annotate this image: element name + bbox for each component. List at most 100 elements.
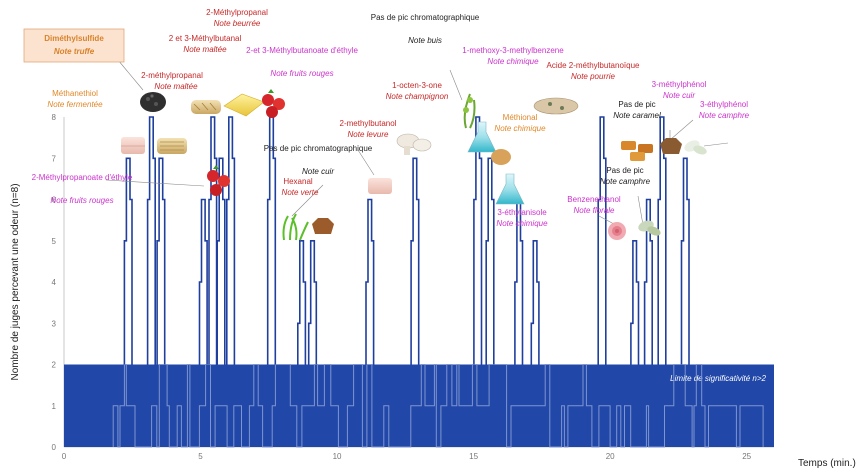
rose-icon [608,222,626,240]
caramel-icon [621,141,653,161]
x-tick-label: 5 [198,452,203,461]
annotation-name: Pas de pic [606,166,643,175]
annotation-name: Méthional [503,113,538,122]
y-tick-label: 7 [52,154,57,163]
annotation-name: Acide 2-méthylbutanoïque [547,61,641,70]
annotation-note: Note fruits rouges [270,69,333,78]
odor-peak [680,157,690,365]
chemical-flask-icon [467,121,525,205]
annotation-name: 1-octen-3-one [392,81,442,90]
annotation-note: Note cuir [663,91,695,100]
odor-peak [216,157,226,365]
x-tick-labels: 0 5 10 15 20 25 [62,452,752,461]
aroma-illustrations [121,89,707,241]
y-tick-label: 8 [52,113,57,122]
x-tick-label: 10 [333,452,342,461]
y-tick-label: 3 [52,319,57,328]
cheese-icon [121,137,145,154]
annotation-name: Hexanal [283,177,313,186]
y-tick-label: 4 [52,278,57,287]
odor-peak [123,157,133,365]
truffle-icon [140,92,166,112]
odor-peak [365,198,375,365]
annotation-name: 2-Méthylpropanal [206,8,268,17]
odor-peak [226,116,236,365]
leather-icon [312,218,334,234]
odor-peak [198,198,208,365]
annotation-note: Note verte [282,188,319,197]
odor-peak [208,116,218,365]
odor-peak [630,240,640,365]
y-tick-label: 1 [52,402,57,411]
annotation-note: Note truffe [54,47,95,56]
annotation-name: 2-methylbutanol [340,119,397,128]
grain-icon [191,100,221,114]
y-tick-label: 6 [52,196,57,205]
annotation-name: 2-méthylpropanal [141,71,203,80]
odor-peak [473,116,483,365]
annotation-note: Note levure [348,130,389,139]
rotten-bread-icon [533,97,579,115]
y-tick-label: 2 [52,361,57,370]
annotation-name: 1-methoxy-3-methylbenzene [462,46,564,55]
annotation-note: Note beurrée [214,19,261,28]
strawberry-icon [207,89,285,196]
odor-peak [156,157,166,365]
annotation-note: Note pourrie [571,72,616,81]
odor-peak [146,116,156,365]
annotation-note: Note cuir [302,167,334,176]
annotation-note: Note camphre [699,111,750,120]
annotation-name: 3-éthylanisole [497,208,547,217]
leather-hide-icon [660,138,682,154]
annotation-name: 3-méthylphénol [652,80,707,89]
annotation-leader-lines [105,59,729,226]
annotation-name: Pas de pic [618,100,655,109]
odor-peak [307,240,318,365]
camphor-leaf-icon [638,140,707,236]
annotation-note: Note fruits rouges [50,196,113,205]
annotation-name: 2 et 3-Méthylbutanal [169,34,242,43]
annotation-note: Note chimique [494,124,546,133]
x-axis-label: Temps (min.) [798,458,856,468]
grass-icon [282,93,476,241]
annotation-note: Note florale [574,206,615,215]
annotation-note: Note caramel [613,111,661,120]
annotation-name: Méthanethiol [52,89,98,98]
annotation-name: 3-éthylphénol [700,100,748,109]
yeast-dough-icon [368,178,392,194]
malt-icon [157,138,187,154]
annotation-note: Note buis [408,36,442,45]
x-tick-label: 0 [62,452,67,461]
x-tick-label: 15 [469,452,478,461]
odor-peak [597,116,607,365]
annotation-name: Pas de pic chromatographique [371,13,480,22]
odor-peak [297,240,307,365]
significance-threshold-label: Limite de significativité n>2 [670,374,766,383]
annotation-note: Note fermentée [47,100,103,109]
y-tick-label: 0 [52,443,57,452]
x-tick-label: 25 [742,452,751,461]
annotation-note: Note chimique [496,219,548,228]
odor-peak [266,116,277,365]
y-tick-labels: 0 1 2 3 4 5 6 7 8 [52,113,57,452]
odor-peak [657,116,667,365]
dimethylsulfide-highlight-box [23,28,125,63]
annotation-note: Note camphre [600,177,651,186]
odor-peak [410,157,420,365]
butter-icon [223,93,265,117]
annotation-note: Note maltée [154,82,198,91]
mushroom-icon [396,133,432,155]
potato-icon [491,149,511,165]
x-tick-label: 20 [606,452,615,461]
odor-peak [485,157,495,365]
y-axis-label: Nombre de juges percevant une odeur (n=8… [10,183,21,380]
y-tick-label: 5 [52,237,57,246]
annotation-name: Pas de pic chromatographique [264,144,373,153]
annotation-note: Note chimique [487,57,539,66]
annotation-name: Benzenethanol [567,195,621,204]
annotation-name: 2-Méthylpropanoate d'éthyle [32,173,133,182]
compound-annotations: Diméthylsulfide Note truffe Méthanethiol… [23,8,750,228]
annotation-name: Diméthylsulfide [44,34,104,43]
annotation-name: 2-et 3-Méthylbutanoate d'éthyle [246,46,358,55]
